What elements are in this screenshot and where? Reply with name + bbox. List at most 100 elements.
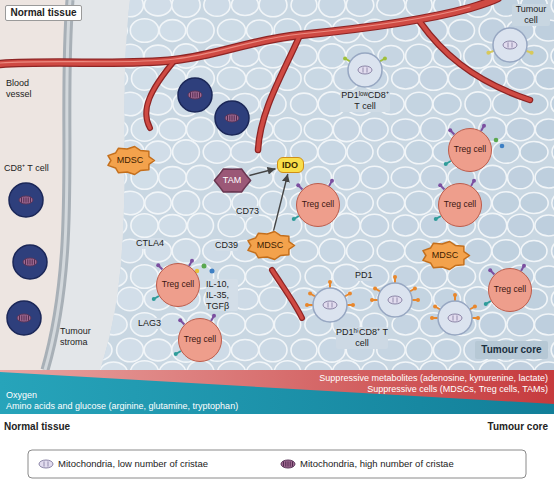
- label: IL-10, IL-35, TGFβ: [206, 279, 238, 311]
- region-label-box: Tumour core: [475, 341, 548, 359]
- cell-body: [493, 28, 527, 62]
- tumour-cell-texture: [131, 214, 158, 237]
- receptor-head: [212, 314, 216, 318]
- tumour-cell-texture: [492, 141, 519, 164]
- crista: [21, 197, 22, 202]
- tumour-cell-texture: [291, 93, 318, 115]
- tumour-cell-texture: [72, 118, 100, 141]
- crista: [328, 302, 329, 307]
- crista: [236, 115, 237, 120]
- crista: [26, 197, 27, 202]
- tumour-cell-texture: [406, 44, 433, 67]
- tumour-cell-texture: [507, 214, 533, 237]
- mitochondrion-body: [448, 314, 462, 322]
- receptor-head: [292, 217, 296, 221]
- tumour-cell-texture: [551, 287, 554, 310]
- tumour-cell-texture: [378, 142, 405, 163]
- receptor-head: [330, 179, 334, 183]
- cell-body: [178, 78, 212, 112]
- low-cristae-cell: [430, 293, 480, 335]
- crista: [290, 461, 291, 466]
- crista: [44, 461, 45, 466]
- receptor-head: [393, 275, 397, 279]
- cd8-t-cell: [7, 301, 41, 335]
- tumour-cell-texture: [465, 92, 491, 116]
- node-text: Tumour core: [481, 344, 541, 356]
- tumour-cell-texture: [552, 140, 554, 163]
- crista: [332, 302, 333, 307]
- tumour-cell-texture: [172, 0, 200, 17]
- mitochondrion-low-cristae: [323, 301, 337, 309]
- node-text: Treg cell: [184, 335, 216, 345]
- tumour-cell-texture: [420, 265, 447, 288]
- tumour-cell-texture: [551, 44, 554, 67]
- receptor-head: [488, 268, 492, 272]
- gradient-band: [0, 370, 554, 414]
- tumour-cell-texture: [535, 215, 554, 236]
- mitochondrion-body: [23, 258, 37, 266]
- crista: [32, 259, 33, 264]
- crista: [195, 92, 196, 97]
- receptor-head: [174, 352, 178, 356]
- node-text: IDO: [282, 160, 298, 170]
- vessel-outline: [420, 22, 530, 100]
- tumour-cell-texture: [551, 92, 554, 115]
- crista: [363, 67, 364, 72]
- mdsc-cell: MDSC: [246, 231, 295, 260]
- node-text: MDSC: [117, 155, 144, 165]
- tumour-cell-texture: [117, 0, 144, 17]
- tumour-cell-texture: [377, 0, 405, 16]
- receptor-head: [430, 316, 434, 320]
- low-cristae-cell: [343, 53, 387, 87]
- label: Tumour stroma: [60, 326, 100, 348]
- mitochondrion-body: [323, 301, 337, 309]
- treg-cell: Treg cell: [178, 318, 222, 362]
- tumour-cell-texture: [71, 214, 99, 237]
- crista: [34, 259, 35, 264]
- mitochondrion-high-cristae: [23, 258, 37, 266]
- tumour-cell-texture: [100, 20, 128, 41]
- cell-body: [215, 101, 249, 135]
- crista: [197, 92, 198, 97]
- tumour-cell-texture: [492, 240, 520, 263]
- vessel-outline: [146, 60, 175, 128]
- mdsc-cell: MDSC: [421, 241, 470, 270]
- mitochondrion-body: [39, 460, 53, 468]
- node-text: TAM: [223, 175, 241, 185]
- tam-body: [214, 169, 250, 192]
- mitochondrion-body: [225, 114, 239, 122]
- treg-cell: Treg cell: [296, 183, 340, 227]
- crista: [397, 297, 398, 302]
- label: Blood vessel: [6, 78, 42, 100]
- crista: [285, 461, 286, 466]
- receptor-head: [476, 316, 480, 320]
- mitochondrion-low-cristae: [39, 460, 53, 468]
- receptor-head: [178, 318, 182, 322]
- receptor-head: [473, 305, 477, 309]
- tumour-cell-texture: [144, 0, 172, 16]
- label: CD8⁺ T cell: [4, 163, 49, 174]
- tumour-cell-texture: [290, 240, 318, 262]
- tumour-cell-texture: [85, 241, 113, 262]
- receptor-head: [482, 124, 486, 128]
- mitochondrion-high-cristae: [188, 91, 202, 99]
- vessel-outline: [258, 35, 300, 150]
- tumour-cell-texture: [507, 67, 535, 90]
- receptor-head: [522, 264, 526, 268]
- normal-tissue-ground: [0, 0, 554, 370]
- crista: [292, 461, 293, 466]
- crista: [457, 315, 458, 320]
- mitochondrion-body: [503, 41, 517, 49]
- crista: [283, 461, 284, 466]
- mitochondrion-body: [19, 196, 33, 204]
- tumour-cell-texture: [391, 167, 419, 188]
- tumour-cell-texture: [347, 141, 373, 164]
- receptor-head: [308, 292, 312, 296]
- mdsc-body: [422, 241, 469, 269]
- low-cristae-cell: [486, 28, 533, 62]
- tumour-cell-texture: [100, 314, 127, 335]
- mitochondrion-body: [281, 460, 295, 468]
- tumour-cell-texture: [535, 119, 554, 140]
- stroma-membrane: [45, 0, 70, 370]
